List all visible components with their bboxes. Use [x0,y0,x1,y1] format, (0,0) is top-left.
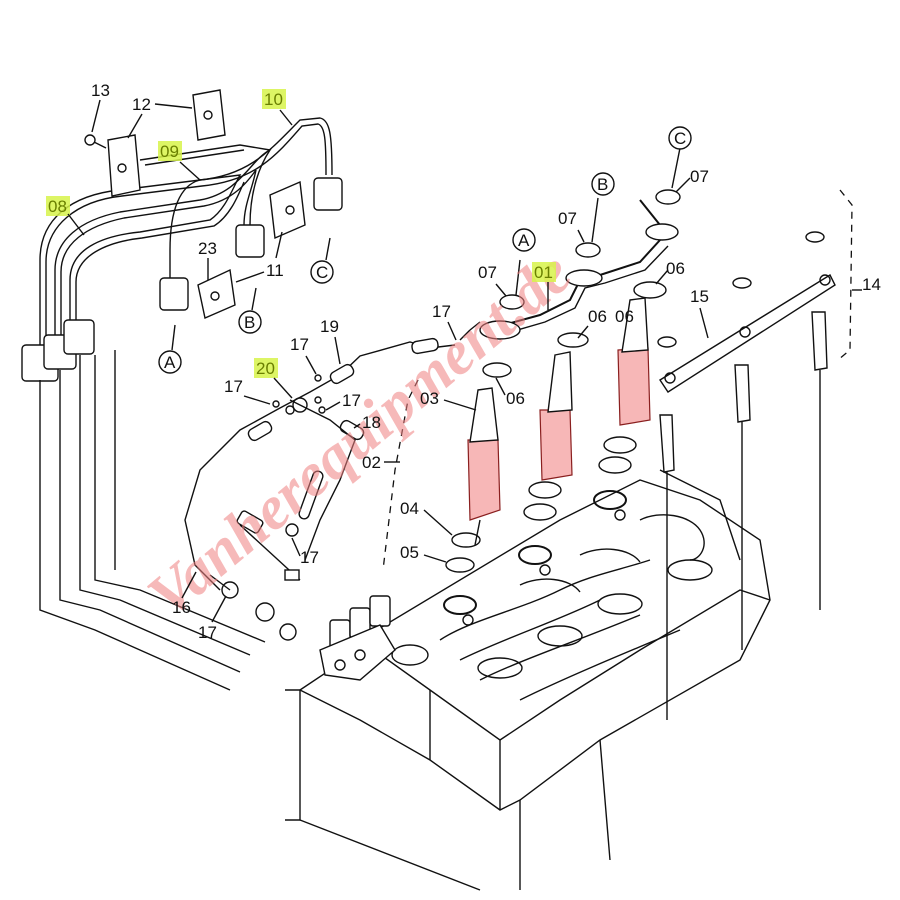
callout-02: 02 [362,453,381,472]
callout-04: 04 [400,499,419,518]
callout-b-2: B [597,175,608,194]
clamp-12-upper [192,89,226,141]
injection-pipes [21,117,343,691]
callout-01: 01 [534,263,553,282]
nut-07-b [575,242,601,258]
callout-20: 20 [256,359,275,378]
callout-10: 10 [264,90,283,109]
nut-07-c [655,189,681,205]
pipe-nut-5 [235,224,265,258]
callout-c-2: C [674,129,686,148]
injector-1 [445,362,512,573]
callout-08: 08 [48,197,67,216]
leak-off-hoses [184,321,481,681]
callout-05: 05 [400,543,419,562]
banjo-a [479,320,521,340]
callout-11: 11 [266,261,284,280]
tee-fitting-20 [292,397,308,413]
callout-06-a: 06 [506,389,525,408]
banjo-c [645,223,679,241]
bolt-13 [84,134,96,146]
callout-17-a: 17 [290,335,309,354]
callout-13: 13 [91,81,110,100]
cylinder-head [285,469,771,891]
callout-15: 15 [690,287,709,306]
ref-circle-c-2 [668,126,692,150]
injector-group-bracket [382,379,419,571]
injector-3 [598,281,667,474]
callout-19: 19 [320,317,339,336]
callout-07-a: 07 [478,263,497,282]
nut-07-a [499,294,525,310]
glow-plug-busbar [657,189,862,720]
ref-circle-c-1 [310,260,334,284]
callout-23: 23 [198,239,217,258]
callout-12: 12 [132,95,151,114]
callout-17-d: 17 [432,302,451,321]
injector-2 [523,332,589,521]
callout-14: 14 [862,275,881,294]
callout-06-c: 06 [666,259,685,278]
callout-c-1: C [316,263,328,282]
callout-18: 18 [362,413,381,432]
ref-circle-a-2 [512,228,536,252]
clamp-11-upper [269,180,306,240]
callout-03: 03 [420,389,439,408]
callout-17-c: 17 [342,391,361,410]
callout-a-1: A [164,353,176,372]
callout-a-2: A [518,231,530,250]
callout-07-b: 07 [558,209,577,228]
callout-17-e: 17 [300,548,319,567]
callout-labels: 13 12 10 09 08 23 11 A B C 17 19 20 [46,81,881,642]
pipe-nut-6 [313,177,343,211]
callout-07-c: 07 [690,167,709,186]
ref-circle-b-2 [591,172,615,196]
pipe-clamps [84,89,306,319]
callout-b-1: B [244,313,255,332]
callout-06-b: 06 [588,307,607,326]
pipe-nut-4 [159,277,189,311]
ref-circle-b-1 [238,310,262,334]
clamp-12-lower [107,134,141,197]
ref-circle-a-1 [158,350,182,374]
clamp-11-lower [197,268,236,319]
callout-09: 09 [160,142,179,161]
callout-17-b: 17 [224,377,243,396]
callout-06-d: 06 [615,307,634,326]
banjo-b [565,269,603,287]
busbar-15 [659,274,836,393]
overflow-pipe-01 [479,147,681,340]
pipe-nut-3 [63,319,95,355]
callout-16: 16 [172,598,191,617]
callout-17-f: 17 [198,623,217,642]
